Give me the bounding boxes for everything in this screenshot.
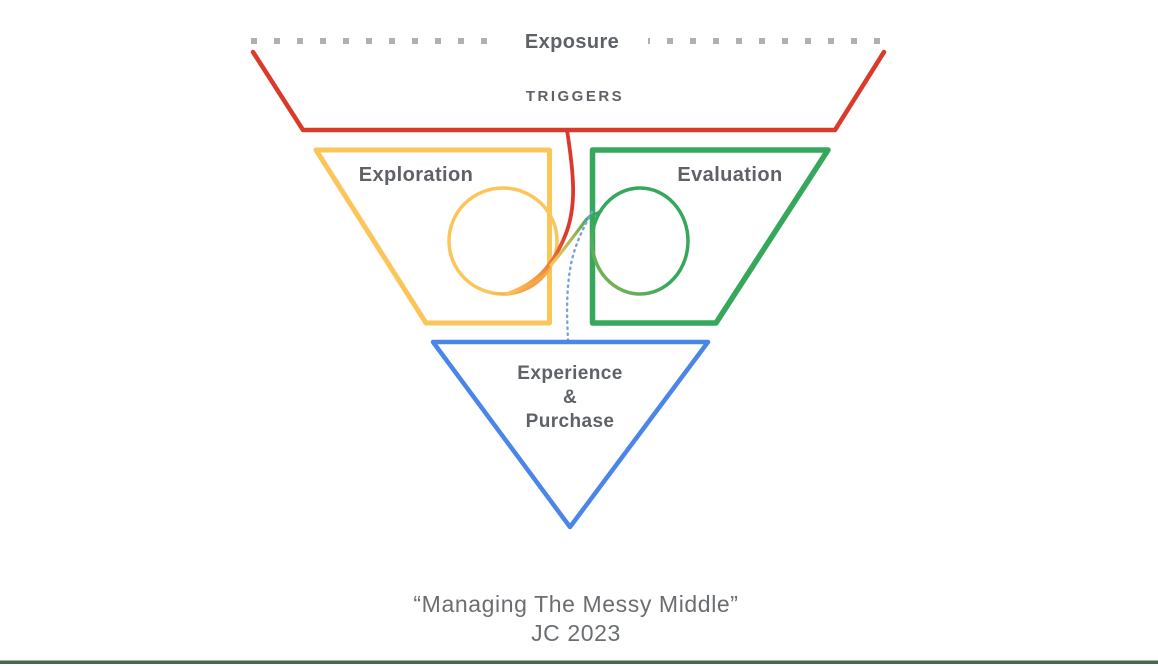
caption-title: “Managing The Messy Middle” bbox=[413, 591, 738, 617]
exposure-label: Exposure bbox=[525, 31, 619, 53]
exploration-loop bbox=[447, 186, 559, 296]
triggers-label: TRIGGERS bbox=[526, 88, 624, 105]
purchase-label-line-2: & bbox=[563, 387, 577, 408]
evaluation-loop bbox=[590, 186, 690, 296]
evaluation-label: Evaluation bbox=[677, 164, 782, 186]
purchase-triangle bbox=[430, 339, 711, 530]
purchase-label-line-1: Experience bbox=[517, 363, 622, 384]
caption-author: JC 2023 bbox=[531, 620, 621, 646]
exploration-label: Exploration bbox=[359, 164, 473, 186]
purchase-exit-dotted-curve bbox=[565, 210, 594, 342]
purchase-label-line-3: Purchase bbox=[526, 411, 615, 432]
exploration-evaluation-link-curve bbox=[549, 209, 603, 267]
footer-bar bbox=[0, 660, 1158, 664]
exploration-shape bbox=[313, 147, 552, 326]
triggers-shape bbox=[250, 49, 887, 133]
evaluation-shape bbox=[589, 147, 831, 326]
trigger-entry-curve bbox=[505, 128, 575, 296]
